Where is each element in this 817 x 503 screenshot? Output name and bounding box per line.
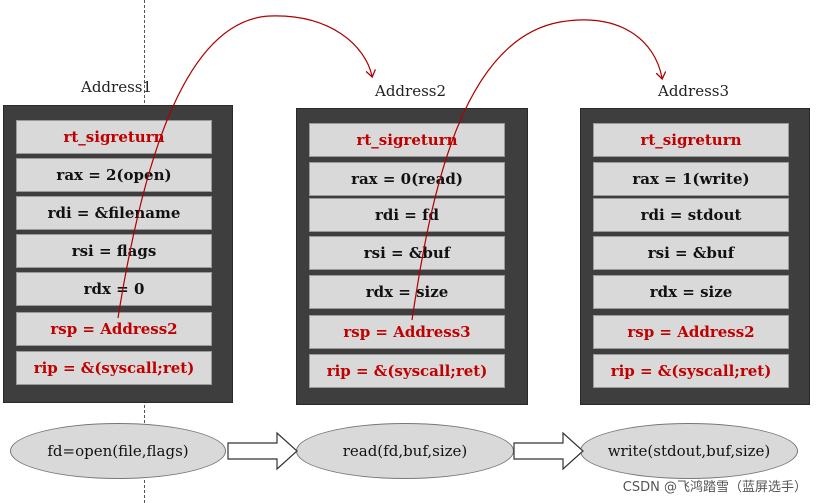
open-to-read-block-arrow <box>227 431 298 471</box>
frame1-row-rdx: rdx = 0 <box>16 272 212 306</box>
frame1-row-rdi: rdi = &filename <box>16 196 212 230</box>
frame3-row-rsi: rsi = &buf <box>593 236 789 270</box>
sigreturn-frame-address3: rt_sigreturn rax = 1(write) rdi = stdout… <box>580 108 810 405</box>
address2-label: Address2 <box>375 82 447 100</box>
frame2-row-rsi: rsi = &buf <box>309 236 505 270</box>
frame1-row-rsi: rsi = flags <box>16 234 212 268</box>
open-call-ellipse: fd=open(file,flags) <box>10 423 226 479</box>
address3-label: Address3 <box>658 82 730 100</box>
frame2-row-rip: rip = &(syscall;ret) <box>309 354 505 388</box>
address1-label: Address1 <box>81 78 153 96</box>
frame2-row-rdx: rdx = size <box>309 275 505 309</box>
write-call-ellipse: write(stdout,buf,size) <box>580 423 798 479</box>
frame3-row-rsp: rsp = Address2 <box>593 315 789 349</box>
frame3-row-rip: rip = &(syscall;ret) <box>593 354 789 388</box>
frame1-row-rax: rax = 2(open) <box>16 158 212 192</box>
sigreturn-frame-address1: rt_sigreturn rax = 2(open) rdi = &filena… <box>3 105 233 403</box>
frame2-row-sigreturn: rt_sigreturn <box>309 123 505 157</box>
sigreturn-frame-address2: rt_sigreturn rax = 0(read) rdi = fd rsi … <box>296 108 528 405</box>
frame2-row-rdi: rdi = fd <box>309 198 505 232</box>
frame3-row-rdx: rdx = size <box>593 275 789 309</box>
frame1-row-rsp: rsp = Address2 <box>16 312 212 346</box>
frame3-row-sigreturn: rt_sigreturn <box>593 123 789 157</box>
frame3-row-rax: rax = 1(write) <box>593 162 789 196</box>
read-to-write-block-arrow <box>513 431 584 471</box>
frame1-row-sigreturn: rt_sigreturn <box>16 120 212 154</box>
frame1-row-rip: rip = &(syscall;ret) <box>16 351 212 385</box>
csdn-watermark: CSDN @飞鸿踏雪（蓝屏选手） <box>622 480 807 495</box>
frame2-row-rax: rax = 0(read) <box>309 162 505 196</box>
frame2-row-rsp: rsp = Address3 <box>309 315 505 349</box>
frame3-row-rdi: rdi = stdout <box>593 198 789 232</box>
read-call-ellipse: read(fd,buf,size) <box>296 423 514 479</box>
